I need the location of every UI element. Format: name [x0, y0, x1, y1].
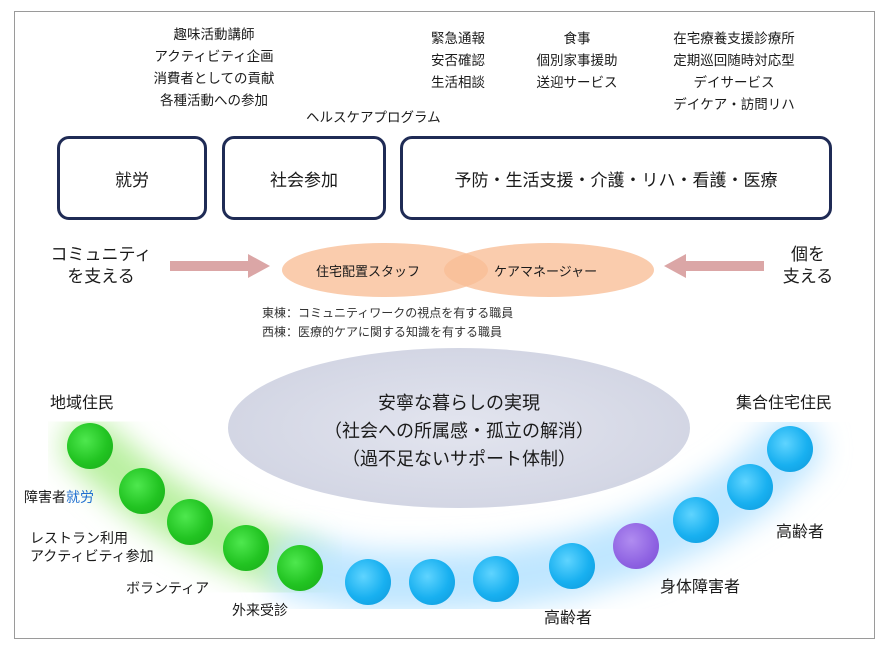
social-item: 消費者としての貢献	[153, 71, 275, 87]
volunteer-label: ボランティア	[126, 581, 210, 597]
social-item: 各種活動への参加	[160, 93, 268, 109]
care-manager-ellipse	[444, 243, 654, 297]
care-services-label: 予防・生活支援・介護・リハ・看護・医療	[454, 170, 778, 191]
housing-resident-dot	[345, 559, 391, 605]
wellbeing-text: 安寧な暮らしの実現 （社会への所属感・孤立の解消） （過不足ないサポート体制）	[228, 390, 690, 474]
support-item: 食事	[563, 31, 591, 47]
local-resident-dot	[223, 525, 269, 571]
wellbeing-line2: （社会への所属感・孤立の解消）	[324, 421, 594, 442]
social-item: 趣味活動講師	[173, 27, 255, 43]
social-item: アクティビティ企画	[154, 49, 274, 65]
disabled-work-label: 障害者就労	[24, 487, 94, 507]
east-wing-note: 東棟：コミュニティワークの視点を有する職員	[262, 306, 514, 320]
support-item: 送迎サービス	[536, 75, 618, 91]
housing-residents-label: 集合住宅住民	[736, 393, 833, 412]
local-resident-dot	[119, 468, 165, 514]
wellbeing-ellipse	[228, 348, 690, 508]
wellbeing-line1: 安寧な暮らしの実現	[378, 393, 540, 414]
support-item: 安否確認	[431, 53, 485, 69]
elderly-label: 高齢者	[544, 608, 593, 627]
restaurant-label: レストラン利用	[30, 531, 128, 547]
outpatient-label: 外来受診	[232, 603, 288, 619]
left-arrow-icon	[664, 254, 764, 278]
support-item: デイサービス	[693, 75, 775, 91]
community-support-line1: コミュニティ	[50, 245, 152, 265]
physically-disabled-label: 身体障害者	[660, 577, 741, 596]
support-item: 生活相談	[431, 75, 485, 91]
support-item: 個別家事援助	[536, 53, 618, 69]
support-item: 緊急通報	[431, 31, 485, 47]
housing-resident-dot	[549, 543, 595, 589]
care-manager-label: ケアマネージャー	[494, 265, 598, 280]
work-box: 就労	[57, 136, 207, 220]
individual-support-line1: 個を	[791, 245, 825, 265]
local-resident-dot	[67, 423, 113, 469]
community-support-line2: を支える	[67, 267, 135, 287]
support-list-1: 緊急通報 安否確認 生活相談	[408, 28, 508, 94]
housing-resident-dot	[673, 497, 719, 543]
housing-resident-dot	[767, 426, 813, 472]
activity-label: アクティビティ参加	[30, 549, 154, 565]
housing-resident-dot	[473, 556, 519, 602]
right-arrow-icon	[170, 254, 270, 278]
individual-support-label: 個を 支える	[768, 244, 848, 288]
disabled-resident-dot	[613, 523, 659, 569]
social-participation-box: 社会参加	[222, 136, 386, 220]
care-services-box: 予防・生活支援・介護・リハ・看護・医療	[400, 136, 832, 220]
support-item: デイケア・訪問リハ	[673, 97, 795, 113]
west-wing-note: 西棟：医療的ケアに関する知識を有する職員	[262, 325, 503, 339]
local-resident-dot	[277, 545, 323, 591]
support-item: 在宅療養支援診療所	[673, 31, 795, 47]
wellbeing-line3: （過不足ないサポート体制）	[342, 449, 576, 470]
local-resident-dot	[167, 499, 213, 545]
local-residents-label: 地域住民	[50, 393, 115, 412]
housing-resident-dot	[409, 559, 455, 605]
individual-support-line2: 支える	[782, 267, 834, 287]
support-list-3: 在宅療養支援診療所 定期巡回随時対応型 デイサービス デイケア・訪問リハ	[646, 28, 822, 116]
community-support-label: コミュニティ を支える	[36, 244, 166, 288]
social-participation-label: 社会参加	[270, 170, 338, 191]
disabled-work-suffix: 就労	[66, 490, 94, 506]
social-activities-list: 趣味活動講師 アクティビティ企画 消費者としての貢献 各種活動への参加	[128, 24, 300, 112]
support-list-2: 食事 個別家事援助 送迎サービス	[514, 28, 640, 94]
health-program-label: ヘルスケアプログラム	[306, 110, 441, 126]
housing-staff-label: 住宅配置スタッフ	[316, 265, 421, 280]
elderly-label: 高齢者	[776, 522, 825, 541]
work-box-label: 就労	[115, 170, 149, 191]
housing-resident-dot	[727, 464, 773, 510]
disabled-work-prefix: 障害者	[24, 490, 66, 506]
support-item: 定期巡回随時対応型	[673, 53, 795, 69]
